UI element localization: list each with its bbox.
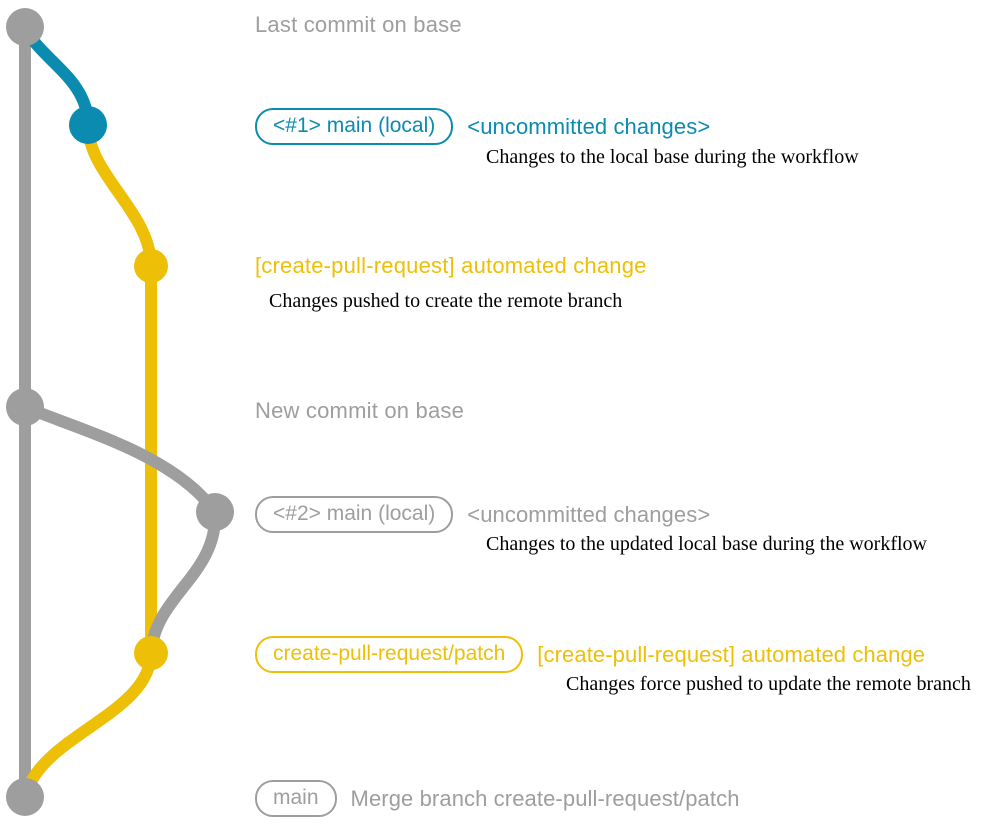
node-merge[interactable]: [6, 778, 44, 816]
commit-subject: <uncommitted changes>: [467, 501, 711, 527]
edge-local-2-to-patch-2: [145, 506, 222, 659]
row-last-commit-on-base: Last commit on base: [255, 12, 462, 38]
edge-local-1-to-patch-1: [82, 119, 157, 272]
commit-subject: [create-pull-request] automated change: [255, 253, 647, 278]
row-commit-1-local: <#1> main (local) <uncommitted changes>: [255, 108, 711, 146]
commit-subject: [create-pull-request] automated change: [537, 641, 926, 667]
node-local-1[interactable]: [69, 106, 107, 144]
edge-base-new-to-local-2: [19, 401, 221, 518]
commit-subject: Merge branch create-pull-request/patch: [350, 785, 740, 811]
ref-pill-main-local-1[interactable]: <#1> main (local): [255, 108, 454, 146]
description-commit-1: Changes to the local base during the wor…: [486, 146, 859, 168]
commit-subject: Last commit on base: [255, 12, 462, 37]
node-base-new[interactable]: [6, 388, 44, 426]
node-patch-2[interactable]: [134, 636, 168, 670]
edge-patch-2-to-merge: [19, 647, 157, 803]
node-base-head[interactable]: [6, 8, 44, 46]
row-new-commit-on-base: New commit on base: [255, 398, 464, 424]
description-automated-change-create: Changes pushed to create the remote bran…: [269, 290, 623, 312]
row-merge-commit: main Merge branch create-pull-request/pa…: [255, 780, 740, 818]
node-patch-1[interactable]: [134, 249, 168, 283]
node-local-2[interactable]: [196, 493, 234, 531]
row-commit-2-local: <#2> main (local) <uncommitted changes>: [255, 496, 711, 534]
ref-pill-main-local-2[interactable]: <#2> main (local): [255, 496, 454, 534]
row-automated-change-update: create-pull-request/patch [create-pull-r…: [255, 636, 926, 674]
commit-subject: New commit on base: [255, 398, 465, 423]
row-automated-change-create: [create-pull-request] automated change: [255, 253, 647, 279]
ref-pill-main[interactable]: main: [255, 780, 337, 818]
description-commit-2: Changes to the updated local base during…: [486, 533, 927, 555]
commit-subject: <uncommitted changes>: [467, 113, 711, 139]
description-automated-change-update: Changes force pushed to update the remot…: [566, 673, 971, 695]
ref-pill-create-pull-request-patch[interactable]: create-pull-request/patch: [255, 636, 524, 674]
